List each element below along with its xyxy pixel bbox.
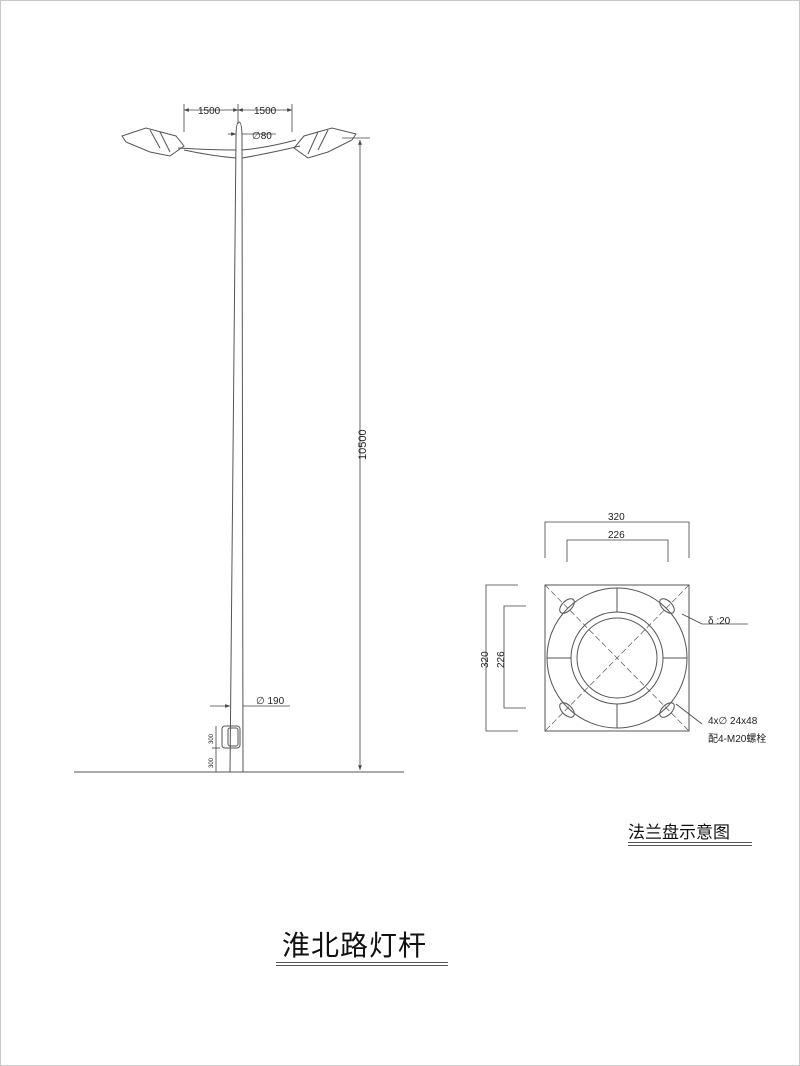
dim-flange-outer-width: 320 — [608, 512, 625, 523]
bolt-slots — [559, 598, 675, 718]
right-luminaire — [293, 127, 357, 159]
street-light-pole — [74, 121, 404, 773]
flange-title-underline — [628, 842, 752, 843]
dim-top-diameter: ∅80 — [252, 131, 272, 142]
left-arm — [177, 147, 237, 159]
dim-door-upper: 300 — [209, 733, 215, 744]
dim-flange-holes: 4x∅ 24x48 — [708, 716, 758, 727]
flange-outer-square — [544, 584, 690, 732]
right-arm — [241, 139, 301, 159]
flange-title-underline-2 — [628, 845, 752, 846]
dim-arm-left: 1500 — [198, 106, 221, 117]
pole-top — [235, 121, 243, 139]
flange-plate — [544, 584, 690, 732]
dim-arm-right: 1500 — [254, 106, 277, 117]
dim-flange-outer-height: 320 — [480, 651, 491, 668]
pole-shaft — [229, 137, 244, 773]
dim-flange-thickness: δ :20 — [708, 616, 731, 627]
dim-height: 10500 — [357, 429, 369, 460]
flange-dimensions — [485, 521, 748, 732]
flange-diagram-title: 法兰盘示意图 — [628, 823, 730, 843]
dim-base-diameter: ∅ 190 — [256, 696, 285, 707]
dim-flange-bolt-width: 226 — [608, 530, 625, 541]
drawing-title: 淮北路灯杆 — [282, 929, 428, 962]
title-underline-2 — [276, 965, 448, 966]
left-luminaire — [121, 127, 185, 157]
dim-flange-bolts: 配4-M20螺栓 — [708, 732, 766, 745]
access-door — [221, 725, 241, 749]
flange-inner-circle — [576, 617, 658, 699]
dim-door-lower: 300 — [209, 757, 215, 768]
dim-flange-bolt-height: 226 — [496, 651, 507, 668]
title-underline — [276, 962, 448, 963]
pole-dimensions — [183, 104, 370, 772]
